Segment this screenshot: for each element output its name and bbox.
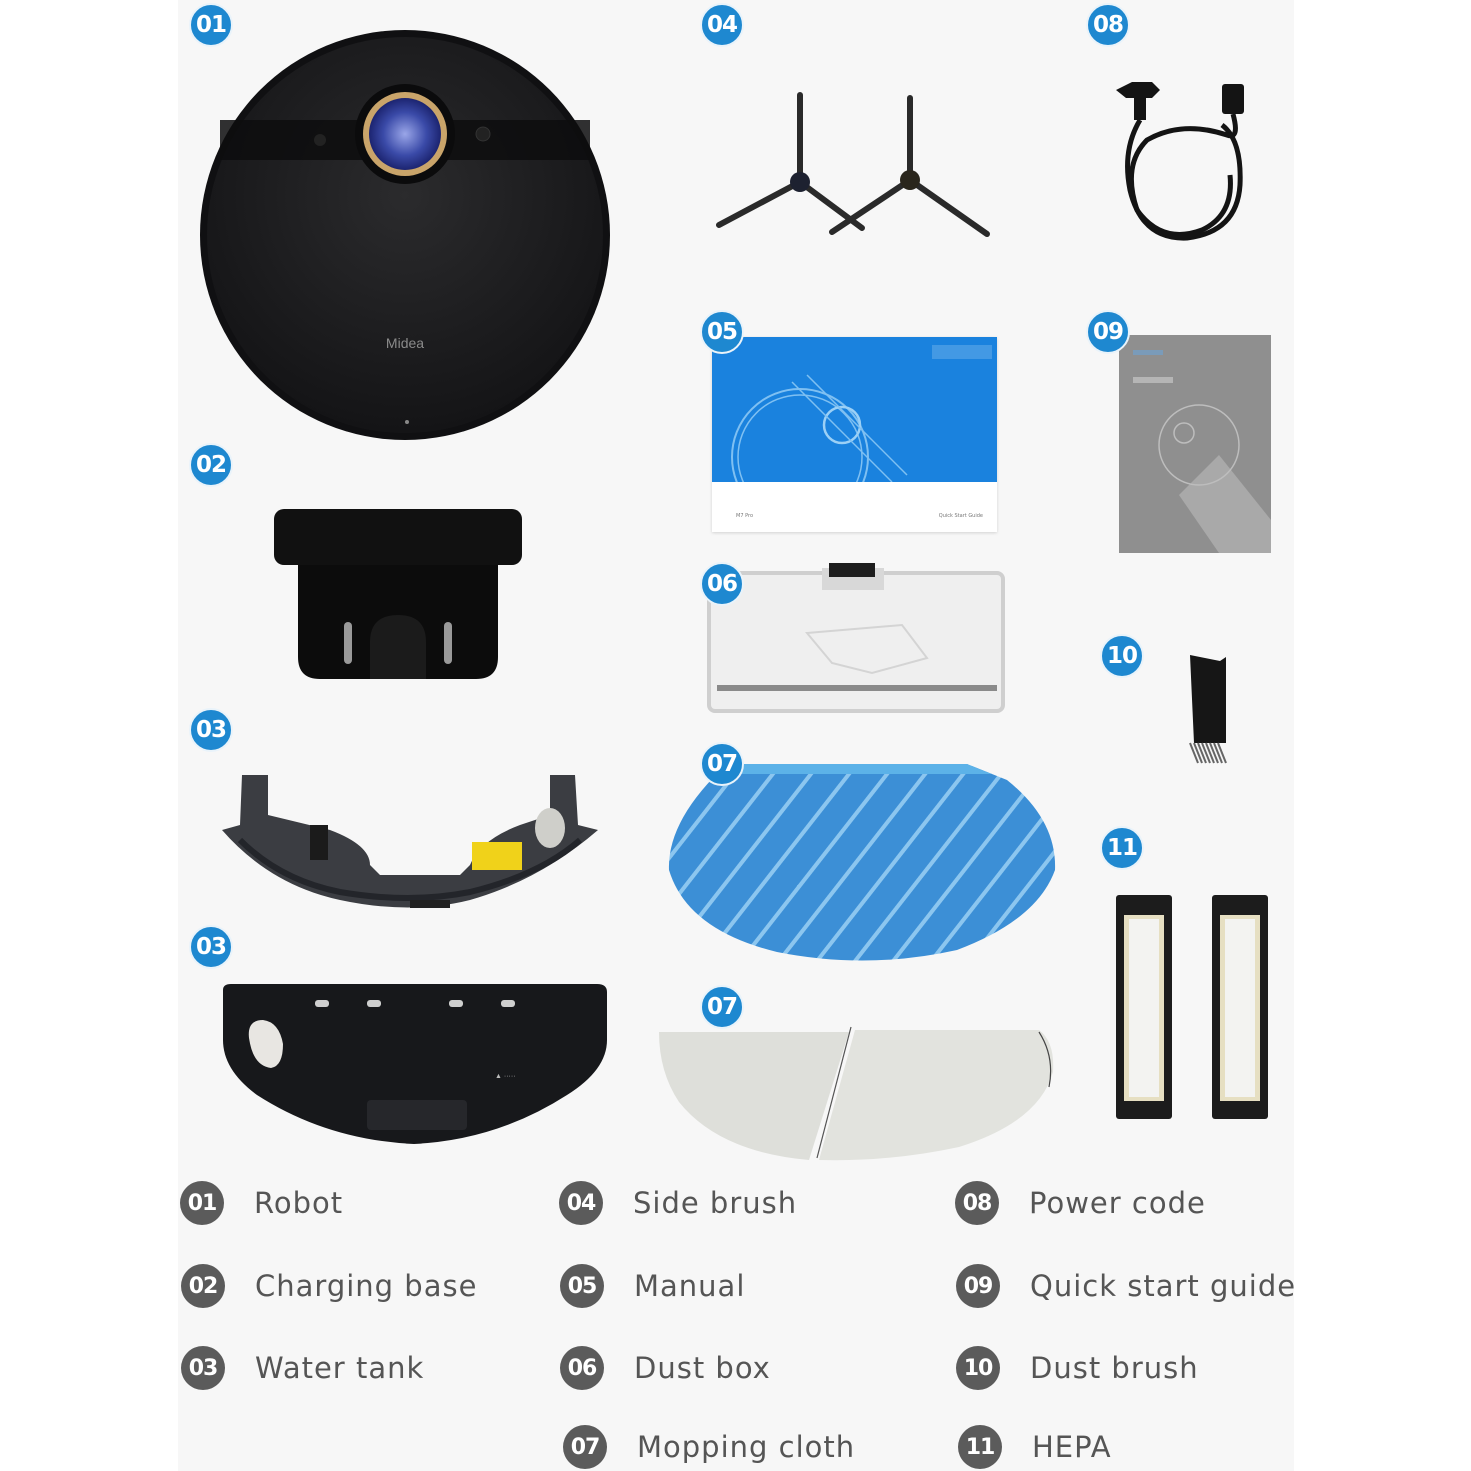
badge-mop-white: 07 (700, 985, 744, 1029)
badge-power-cord: 08 (1086, 3, 1130, 47)
legend-badge: 11 (958, 1425, 1002, 1469)
badge-charging-base: 02 (189, 443, 233, 487)
mop-white-image (659, 1012, 1055, 1162)
legend-badge: 05 (560, 1264, 604, 1308)
manual-image: M7 Pro Quick Start Guide (712, 337, 997, 532)
water-tank-top-image (220, 770, 600, 915)
side-brush-image (712, 92, 994, 242)
quick-guide-image (1119, 335, 1271, 553)
svg-text:▲ ·····: ▲ ····· (495, 1073, 516, 1080)
legend-item-dust-brush: 10 Dust brush (956, 1346, 1199, 1390)
legend-item-power-code: 08 Power code (955, 1181, 1206, 1225)
dust-box-image (707, 563, 1007, 713)
legend-label: Manual (634, 1269, 746, 1303)
manual-model-text: M7 Pro (736, 513, 754, 519)
legend-badge: 03 (181, 1346, 225, 1390)
legend-label: Power code (1029, 1186, 1206, 1220)
hepa-filters-image (1116, 895, 1271, 1120)
legend-label: Charging base (255, 1269, 478, 1303)
legend-badge: 07 (563, 1425, 607, 1469)
legend-badge: 09 (956, 1264, 1000, 1308)
legend-item-robot: 01 Robot (180, 1181, 343, 1225)
legend-label: Water tank (255, 1351, 425, 1385)
badge-quick-guide: 09 (1086, 310, 1130, 354)
legend-item-quick-start-guide: 09 Quick start guide (956, 1264, 1296, 1308)
badge-manual: 05 (700, 310, 744, 354)
midea-logo: Midea (386, 335, 424, 351)
robot-image: Midea (198, 28, 612, 442)
legend-item-dust-box: 06 Dust box (560, 1346, 771, 1390)
manual-title-text: Quick Start Guide (938, 513, 983, 519)
badge-water-tank-top: 03 (189, 708, 233, 752)
legend-badge: 06 (560, 1346, 604, 1390)
mop-blue-image (667, 760, 1057, 966)
legend-item-hepa: 11 HEPA (958, 1425, 1112, 1469)
legend-item-side-brush: 04 Side brush (559, 1181, 797, 1225)
legend-badge: 04 (559, 1181, 603, 1225)
legend-item-water-tank: 03 Water tank (181, 1346, 424, 1390)
legend-badge: 10 (956, 1346, 1000, 1390)
legend-label: Dust box (634, 1351, 771, 1385)
badge-dust-brush: 10 (1100, 634, 1144, 678)
power-cord-image (1112, 80, 1252, 245)
legend-label: Side brush (633, 1186, 798, 1220)
badge-mop-blue: 07 (700, 742, 744, 786)
badge-water-tank-bottom: 03 (189, 925, 233, 969)
badge-dust-box: 06 (700, 562, 744, 606)
legend-item-mopping-cloth: 07 Mopping cloth (563, 1425, 855, 1469)
legend-badge: 08 (955, 1181, 999, 1225)
legend-label: Robot (254, 1186, 344, 1220)
dust-brush-image (1180, 651, 1230, 771)
charging-base-image (272, 507, 526, 685)
legend-item-manual: 05 Manual (560, 1264, 745, 1308)
legend-label: HEPA (1032, 1430, 1112, 1464)
legend-label: Mopping cloth (637, 1430, 856, 1464)
legend-item-charging-base: 02 Charging base (181, 1264, 477, 1308)
legend-badge: 02 (181, 1264, 225, 1308)
badge-side-brush: 04 (700, 3, 744, 47)
badge-hepa: 11 (1100, 826, 1144, 870)
legend-label: Dust brush (1030, 1351, 1199, 1385)
water-tank-bottom-image: ▲ ····· (217, 980, 611, 1148)
legend-badge: 01 (180, 1181, 224, 1225)
legend-label: Quick start guide (1030, 1269, 1297, 1303)
badge-robot: 01 (189, 3, 233, 47)
